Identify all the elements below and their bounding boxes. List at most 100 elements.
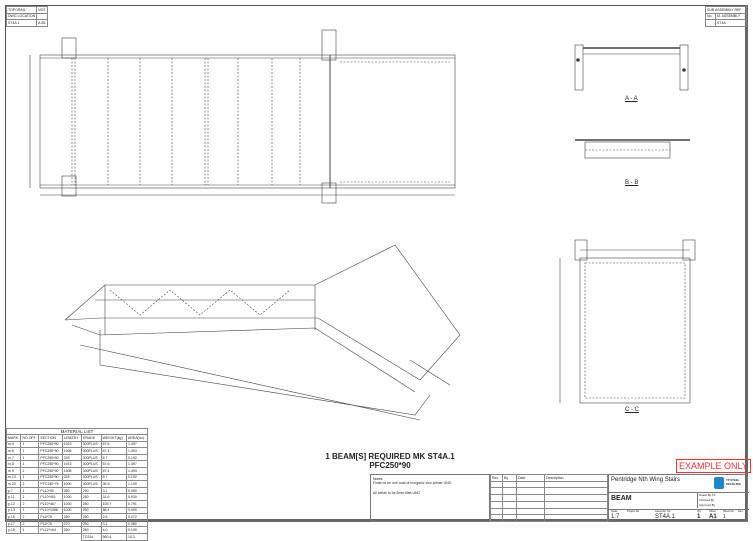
assembly-label: Assembly No <box>655 510 671 513</box>
table-cell: 300PLUS <box>80 473 102 482</box>
logo-icon <box>714 477 724 489</box>
table-cell: 4.0 <box>100 526 128 534</box>
table-cell: 67.4 <box>100 447 128 455</box>
table-cell: 250 <box>61 513 82 521</box>
table-cell: 1.100 <box>126 480 148 488</box>
table-cell: 2 <box>20 480 40 488</box>
section-label-b: B - B <box>625 180 639 186</box>
table-cell: 0.192 <box>126 453 148 462</box>
section-size: PFC250*90 <box>369 461 411 470</box>
table-cell: m.7 <box>5 453 22 462</box>
column-header: NO.OFF <box>20 434 40 442</box>
table-cell: PL10*461 <box>38 493 63 501</box>
table-cell: 2.6 <box>100 513 128 521</box>
table-cell: 2 <box>20 519 40 528</box>
table-cell: 0.930 <box>126 493 148 501</box>
rev-header: By <box>502 474 517 482</box>
qty-label: Qty <box>697 510 702 513</box>
section-c-c <box>559 239 696 404</box>
revision-row <box>490 507 608 516</box>
column-header: GRADE <box>80 434 102 442</box>
table-cell: 31.6 <box>100 493 128 501</box>
table-cell: PFC250*90 <box>38 453 63 462</box>
rev-header: Description <box>544 474 608 482</box>
table-cell: 88.4 <box>100 506 128 515</box>
table-cell: 1 <box>20 447 40 455</box>
table-cell: 300PLUS <box>80 440 102 449</box>
notes-title: Notes: <box>373 477 384 481</box>
table-cell: 1 <box>20 506 40 515</box>
table-cell: 250 <box>61 526 82 534</box>
example-only-stamp: EXAMPLE ONLY <box>676 459 751 473</box>
top-right-reference-block: SUB ASSEMBLY REF No.M. ASSEMBLY ST4A <box>705 6 748 27</box>
table-cell: m.9 <box>5 466 22 475</box>
revision-row <box>490 514 608 522</box>
drawn-by: TP <box>711 493 716 497</box>
drawing-title: BEAM <box>611 495 632 502</box>
table-cell: PFC150*75 <box>38 480 63 488</box>
table-cell: 1000 <box>61 493 82 501</box>
beam-requirement: 1 BEAM[S] REQUIRED MK ST4A.1 PFC250*90 <box>300 452 480 470</box>
table-cell: 300PLUS <box>80 480 102 488</box>
section-a-a <box>574 44 689 91</box>
table-cell: p.7 <box>5 486 22 495</box>
project-name: Pentridge Nth Wing Stairs <box>611 477 681 483</box>
revision-row <box>490 494 608 502</box>
table-cell: 35.9 <box>100 480 128 488</box>
table-cell: 1913 <box>61 460 82 468</box>
table-cell: PL12*164 <box>38 526 63 534</box>
table-cell: p.13 <box>5 506 22 515</box>
table-cell: p.12 <box>5 499 22 508</box>
isometric-view <box>64 244 461 421</box>
table-cell: PFC250*90 <box>38 466 63 475</box>
table-cell: PL6*75 <box>38 519 63 528</box>
sheet-no: 1 <box>723 514 726 520</box>
table-cell: PFC250*90 <box>38 440 63 449</box>
rev-header: Date <box>516 474 545 482</box>
table-cell: 300PLUS <box>80 447 102 455</box>
table-cell: 250 <box>61 486 82 495</box>
table-cell: 300PLUS <box>80 460 102 468</box>
note-line: All welds to be 6mm fillet UNO <box>373 491 421 495</box>
table-cell: 245 <box>61 473 82 482</box>
table-cell: 1.497 <box>126 460 148 468</box>
table-cell: m.5 <box>5 447 22 455</box>
table-cell: 270 <box>61 519 82 528</box>
drawn-by-label: Drawn By <box>699 493 712 497</box>
table-cell: 0.100 <box>126 526 148 534</box>
revision-row <box>490 487 608 496</box>
table-cell: 67.4 <box>100 466 128 475</box>
revision-row <box>490 480 608 489</box>
cell: ST4A <box>714 19 748 27</box>
table-cell: 3.1 <box>100 519 128 528</box>
table-cell: 2 <box>20 513 40 521</box>
table-cell: 1913 <box>61 440 82 449</box>
total-label: TOTAL <box>80 532 102 541</box>
section-b-b <box>575 139 690 159</box>
table-cell: 2 <box>20 499 40 508</box>
table-cell: 1 <box>20 526 40 534</box>
table-cell: 67.6 <box>100 440 128 449</box>
table-cell: 1000 <box>61 480 82 488</box>
table-cell: m.10 <box>5 473 22 482</box>
table-cell: 105.7 <box>100 499 128 508</box>
drawing-views <box>29 29 696 421</box>
table-cell: 1 <box>20 466 40 475</box>
table-cell: 250 <box>80 526 102 534</box>
table-cell: 3.1 <box>100 486 128 495</box>
table-cell: PFC250*90 <box>38 473 63 482</box>
section-label-a: A - A <box>625 96 638 102</box>
table-cell: 250 <box>80 519 102 528</box>
